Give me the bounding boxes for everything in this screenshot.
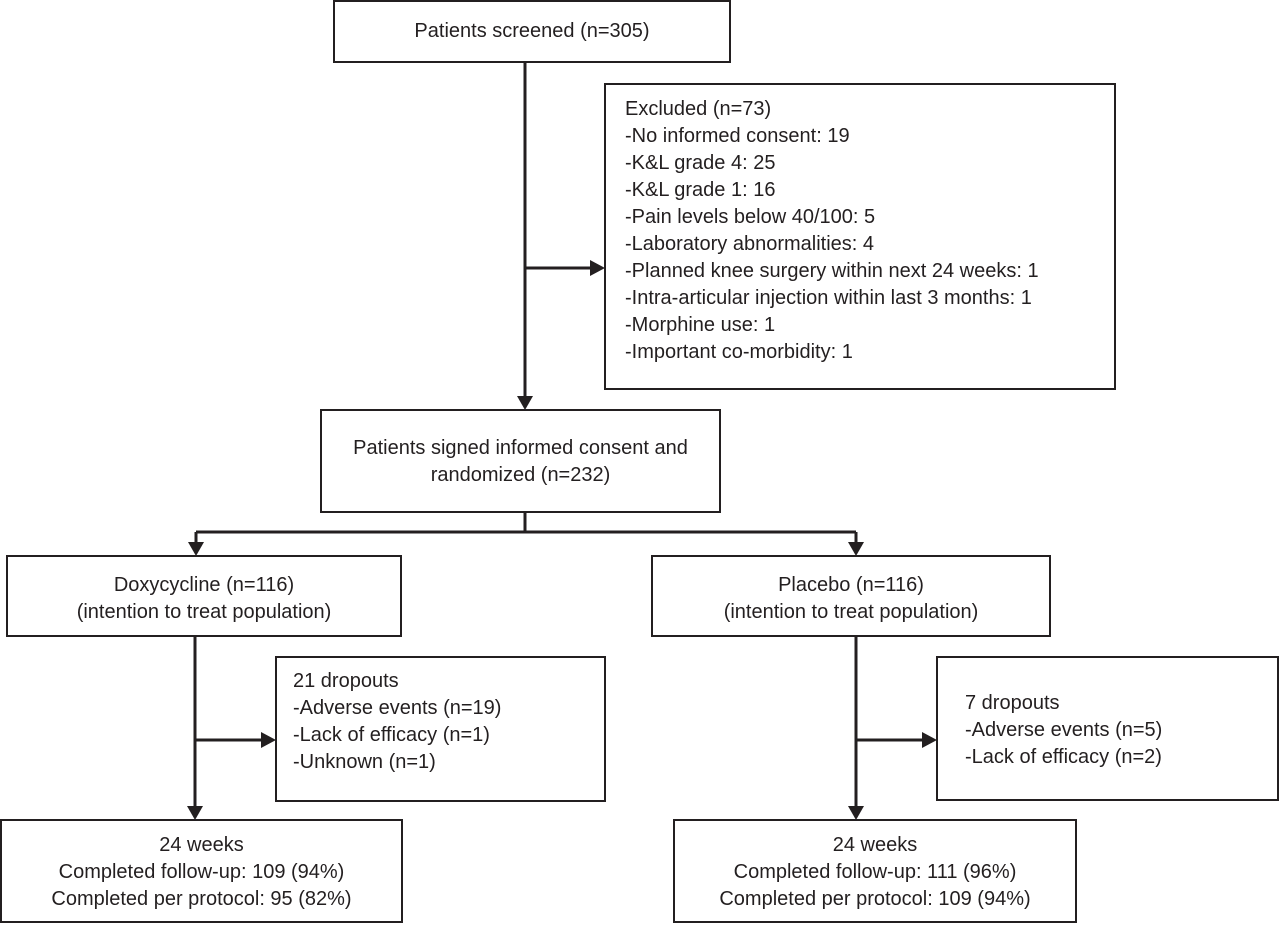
randomized-line-2: randomized (n=232) [430,464,611,486]
screened-line-1: Patients screened (n=305) [414,20,650,42]
placebo-outcome-followup: Completed follow-up: 111 (96%) [733,861,1017,883]
excluded-reason: -K&L grade 4: 25 [625,152,776,174]
arrowhead-to-excluded [590,260,605,276]
doxycycline-dropouts-box: 21 dropouts -Adverse events (n=19) -Lack… [275,656,606,802]
doxy-outcome-followup: Completed follow-up: 109 (94%) [58,861,345,883]
excluded-reason: -Planned knee surgery within next 24 wee… [625,260,1039,282]
excluded-reason: -Important co-morbidity: 1 [625,341,853,363]
doxy-dropouts-title: 21 dropouts [293,670,399,692]
placebo-dropout-reason: -Adverse events (n=5) [965,719,1163,741]
doxy-outcome-protocol: Completed per protocol: 95 (82%) [51,888,352,910]
doxycycline-line-1: Doxycycline (n=116) [113,574,295,596]
doxycycline-arm-box: Doxycycline (n=116) (intention to treat … [6,555,402,637]
arrowhead-to-placebo-dropouts [922,732,937,748]
randomized-box: Patients signed informed consent and ran… [320,409,721,513]
placebo-outcome-box: 24 weeks Completed follow-up: 111 (96%) … [673,819,1077,923]
excluded-reason: -K&L grade 1: 16 [625,179,776,201]
placebo-line-1: Placebo (n=116) [778,574,924,596]
doxy-dropout-reason: -Adverse events (n=19) [293,697,502,719]
excluded-title: Excluded (n=73) [625,98,772,120]
doxy-outcome-timepoint: 24 weeks [159,834,244,856]
excluded-reason: -Laboratory abnormalities: 4 [625,233,875,255]
doxy-dropout-reason: -Unknown (n=1) [293,751,436,773]
excluded-reason: -Morphine use: 1 [625,314,776,336]
doxycycline-line-2: (intention to treat population) [76,601,332,623]
placebo-dropouts-title: 7 dropouts [965,692,1060,714]
placebo-line-2: (intention to treat population) [723,601,979,623]
placebo-dropout-reason: -Lack of efficacy (n=2) [965,746,1162,768]
arrowhead-to-randomized [517,396,533,410]
arrowhead-to-doxy-dropouts [261,732,276,748]
excluded-box: Excluded (n=73) -No informed consent: 19… [604,83,1116,390]
doxycycline-outcome-box: 24 weeks Completed follow-up: 109 (94%) … [0,819,403,923]
arrowhead-to-placebo [848,542,864,556]
doxy-dropout-reason: -Lack of efficacy (n=1) [293,724,490,746]
excluded-reason: -No informed consent: 19 [625,125,850,147]
arrowhead-to-placebo-outcome [848,806,864,820]
randomized-line-1: Patients signed informed consent and [353,437,688,459]
placebo-outcome-timepoint: 24 weeks [832,834,918,856]
placebo-outcome-protocol: Completed per protocol: 109 (94%) [719,888,1031,910]
screened-box: Patients screened (n=305) [333,0,731,63]
arrowhead-to-doxycycline [188,542,204,556]
placebo-arm-box: Placebo (n=116) (intention to treat popu… [651,555,1051,637]
excluded-reason: -Pain levels below 40/100: 5 [625,206,876,228]
placebo-dropouts-box: 7 dropouts -Adverse events (n=5) -Lack o… [936,656,1279,801]
excluded-reason: -Intra-articular injection within last 3… [625,287,1032,309]
arrowhead-to-doxy-outcome [187,806,203,820]
